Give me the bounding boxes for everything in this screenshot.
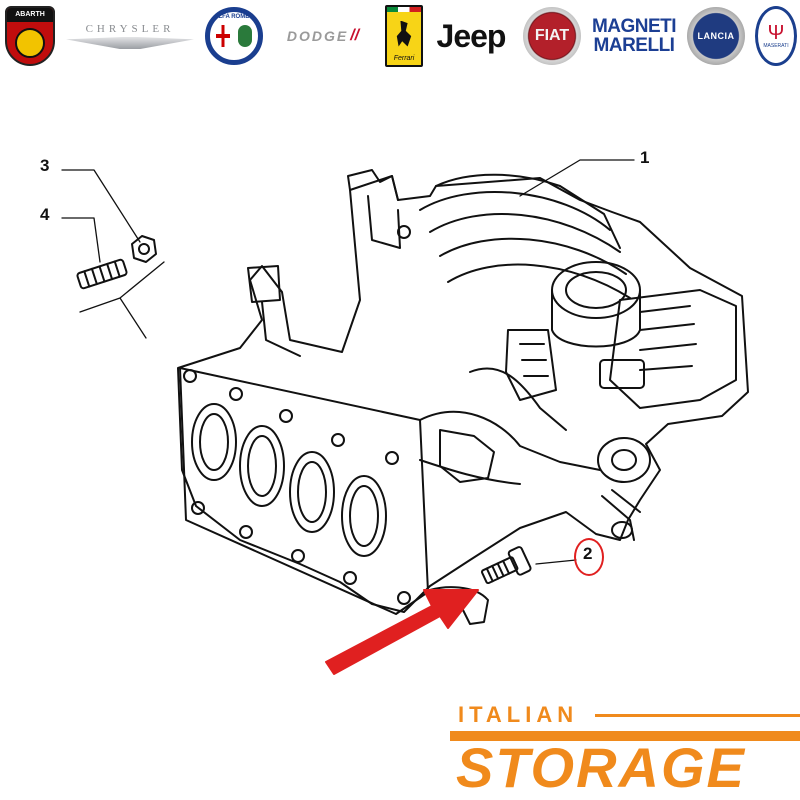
brand-line-1: ITALIAN — [458, 702, 579, 727]
plenum-runners — [419, 190, 631, 299]
alfa-romeo-logo: ALFA ROMEO — [203, 4, 265, 68]
italian-storage-logo: ITALIAN STORAGE — [450, 700, 800, 800]
leader-1 — [519, 159, 635, 197]
fiat-logo: FIAT — [520, 4, 584, 68]
abarth-logo: ABARTH — [0, 4, 60, 68]
port-4 — [341, 475, 387, 557]
leader-3 — [61, 169, 141, 243]
manifold-body — [177, 175, 749, 613]
vacuum-pipe — [247, 265, 301, 357]
leader-lines — [61, 159, 635, 565]
intake-manifold-diagram — [61, 159, 749, 675]
callout-4: 4 — [40, 205, 50, 224]
callout-3: 3 — [40, 156, 50, 175]
brand-line-2: STORAGE — [456, 736, 746, 799]
jeep-logo: Jeep — [436, 17, 507, 54]
leader-4 — [61, 217, 101, 263]
brand-rule — [595, 714, 800, 717]
bracket-group-3-4 — [79, 261, 165, 339]
ferrari-logo: Ferrari — [384, 4, 424, 68]
chrysler-logo: CHRYSLER — [64, 4, 196, 68]
red-arrow — [325, 589, 479, 675]
sensor-connector — [609, 289, 737, 409]
brand-logo-strip: ABARTH CHRYSLER ALFA ROMEO DODGE// Ferra… — [0, 0, 800, 72]
port-3 — [289, 451, 335, 533]
leader-2 — [535, 559, 577, 565]
part-2-bolt — [480, 546, 532, 585]
port-1 — [191, 403, 237, 481]
dodge-logo: DODGE// — [286, 27, 360, 44]
plenum-top — [435, 173, 621, 249]
brand-bar — [450, 731, 800, 741]
lancia-logo: LANCIA — [684, 4, 748, 68]
cylinder-flange — [179, 367, 429, 615]
port-2 — [239, 425, 285, 507]
part-4-stud — [76, 258, 128, 290]
part-3-nut — [131, 235, 157, 263]
callout-1: 1 — [640, 148, 650, 167]
temperature-sensor — [597, 437, 651, 483]
callout-2-highlight-ring — [574, 538, 604, 576]
